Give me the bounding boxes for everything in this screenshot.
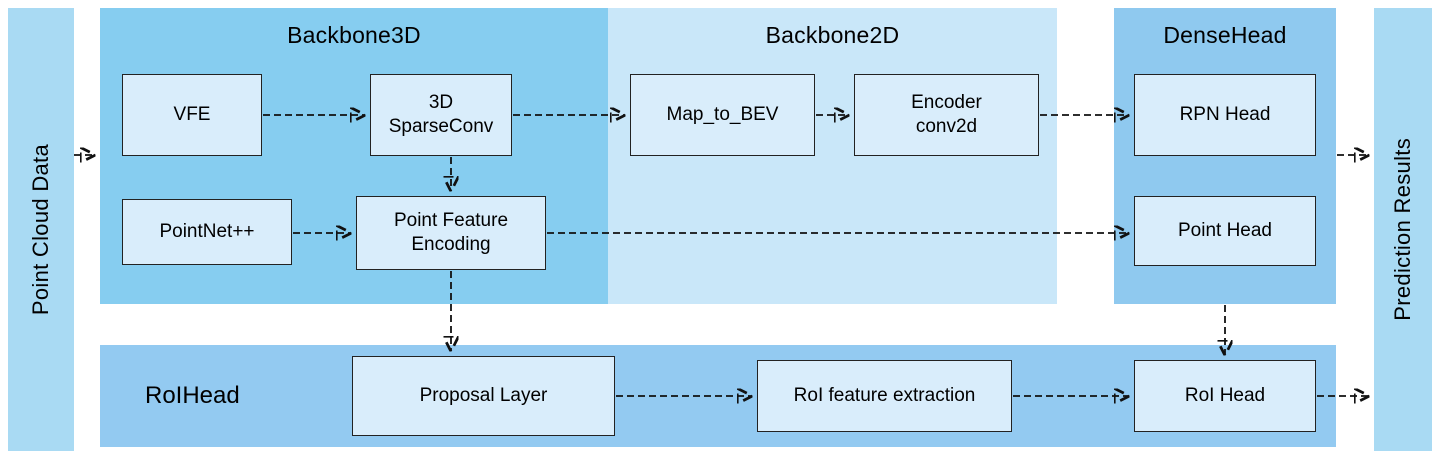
region-roihead-title: RoIHead [145,382,240,409]
node-pointnet-plus-plus: PointNet++ [122,199,292,265]
region-densehead-title: DenseHead [1163,22,1287,48]
node-encoder-conv2d: Encoder conv2d [854,74,1039,156]
node-rpn-head: RPN Head [1134,74,1316,156]
input-bar-label: Point Cloud Data [28,143,53,316]
node-point-head: Point Head [1134,196,1316,266]
output-bar-label: Prediction Results [1390,138,1415,321]
region-backbone2d-title: Backbone2D [765,22,900,48]
node-roi-head: RoI Head [1134,360,1316,432]
node-point-feature-encoding: Point Feature Encoding [356,196,546,270]
region-backbone2d: Backbone2D [608,8,1057,304]
node-vfe: VFE [122,74,262,156]
node-map-to-bev: Map_to_BEV [630,74,815,156]
region-backbone3d-title: Backbone3D [287,22,421,48]
node-proposal-layer: Proposal Layer [352,356,615,436]
output-bar-prediction-results: Prediction Results [1374,8,1432,451]
input-bar-point-cloud-data: Point Cloud Data [8,8,74,451]
node-3d-sparseconv: 3D SparseConv [370,74,512,156]
node-roi-feature-extraction: RoI feature extraction [757,360,1012,432]
